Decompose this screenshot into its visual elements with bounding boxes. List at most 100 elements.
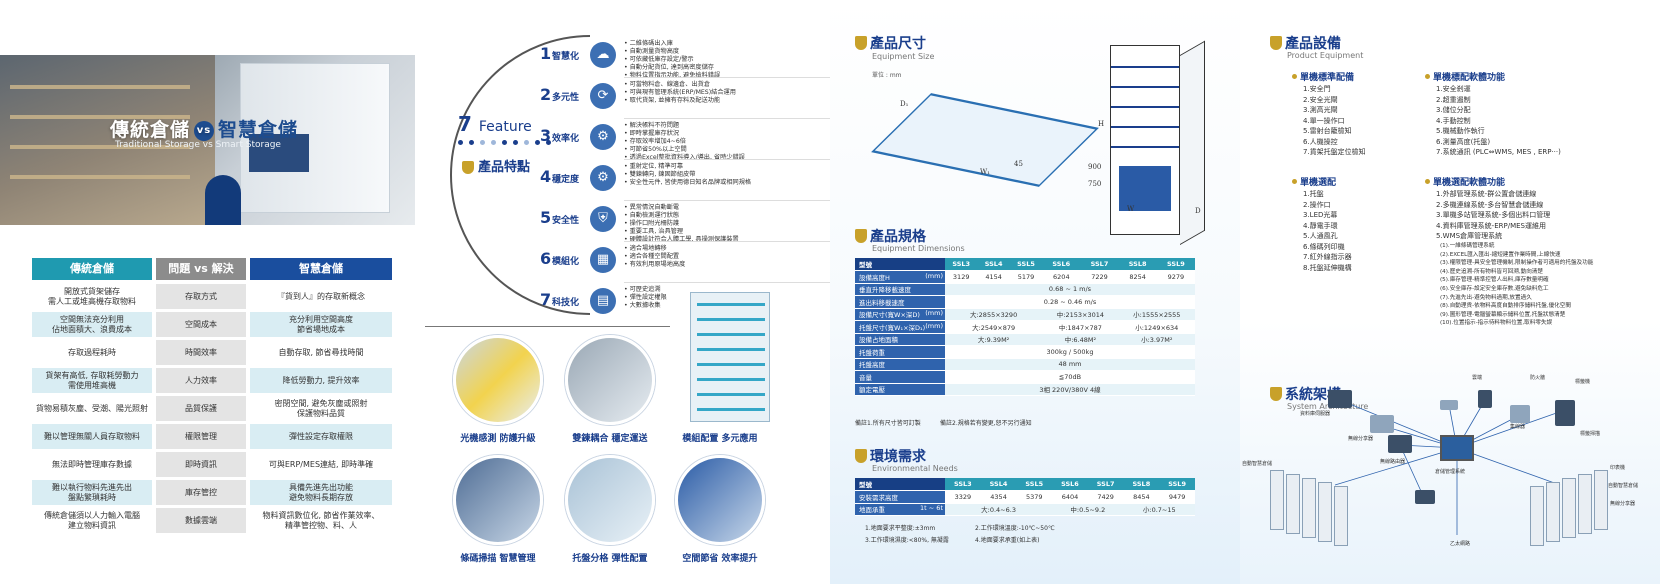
spec-value: 大:2855×3290 [945,308,1043,321]
list-item: 1.外部管理系統-群公置倉儲連線 [1436,190,1537,198]
spec-label: 額定電壓 [855,383,945,396]
cell-traditional: 難以執行物料先進先出 盤點繁瑣耗時 [32,480,152,505]
list-item: (1).一維條碼管理系統 [1440,243,1495,249]
list-item: 1.安全剎運 [1436,85,1471,93]
feature-photo [453,455,543,545]
feature-name: 穩定度 [552,175,580,185]
photo-caption: 光機感測 防護升級 [460,434,536,444]
list-item: 1.安全門 [1303,85,1331,93]
feature-icon: ⟳ [590,83,616,109]
feature-name: 科技化 [552,298,580,308]
equip-subtitle: Product Equipment [1287,51,1364,60]
cell-smart: 具備先進先出功能 避免物料長期存放 [250,480,392,505]
list-item: 安全性元件, 皆使用德日知名品牌或相同規格 [624,179,752,187]
panel-features: 7 Feature 產品特點 1智慧化☁二維條碼出入庫自動測量貨物高度可依藏低庫… [420,0,834,584]
list-item: 透過Excel整批資料導入/導出, 省時少錯誤 [624,154,745,162]
modular-tower-diagram [690,292,770,422]
feature-word: Feature [478,119,532,135]
list-item: 取代貨架, 並擁有存料及配送功能 [624,97,736,105]
feature-bullets: 可歷史追溯彈性設定權限大數據收集 [624,286,667,310]
env-subtitle: Environmental Needs [872,464,958,473]
feature-icon: ⛨ [590,206,616,232]
hero-subtitle: Traditional Storage vs Smart Storage [115,140,281,150]
list-item: (7).先進先出-避免物料過期,放置過久 [1440,294,1532,301]
list-item: 自動檢測運行狀態 [624,212,739,220]
cell-smart: 自動存取, 節省尋找時間 [278,347,364,357]
list-item: 6.測量高度(托盤) [1436,137,1491,146]
photo-caption: 空間節省 效率提升 [682,554,758,564]
title-smart: 智慧倉儲 [218,119,299,141]
list-item: 7.貨架托盤定位檢知 [1303,148,1366,156]
feature-name: 模組化 [552,257,580,267]
list-item: 2.多機連線系統-多台智慧倉儲連線 [1436,200,1544,209]
spec-label: 設備高度H (mm) [855,270,945,284]
label-db-server: 資料庫伺服器 [1300,411,1331,417]
feature-number: 2 [540,85,552,104]
label-firewall: 防火牆 [1530,375,1546,381]
std-heading: 單機標準配備 [1292,70,1354,83]
cell-traditional: 空間無法充分利用 佔地面積大、浪費成本 [32,312,152,337]
list-item: 3.測高光閘 [1303,106,1338,114]
list-item: (9).圖形管理-電腦螢幕顯示儲料位置,托盤狀態清楚 [1440,311,1566,318]
cell-smart: 充分利用空間高度 節省場地成本 [250,312,392,337]
feature-icon: ⚙ [590,124,616,150]
label-wms: 倉儲管理系統 [1435,469,1466,475]
size-title: 產品尺寸 [855,33,926,53]
column-header: SSL4 [980,478,1017,491]
wms-list: (1).一維條碼管理系統 (2).EXCEL匯入匯出-縮短建置作業時間,上線快速 (… [1440,242,1593,328]
spec-value: 3相 220V/380V 4線 [945,383,1195,396]
feature-count: 7 [458,112,472,136]
label-label-printer: 標籤機 [1575,379,1591,385]
list-item: 二維條碼出入庫 [624,40,720,48]
list-item: 4.資料庫管理系統-ERP/MES運維用 [1436,221,1546,230]
smart-storage-tower [240,63,390,213]
arch-title: 系統架構 [1270,384,1341,404]
column-header: SSL3 [945,478,981,491]
env-note-1: 1.地面要求平整度:±3mm [865,525,936,532]
feature-name: 智慧化 [552,52,580,62]
cell-aspect: 時間效率 [156,340,246,365]
feature-bullets: 可當物料倉、線邊倉、出貨倉可與現有管理系統(ERP/MES)結合運用取代貨架, … [624,81,736,105]
unit-label: 單位 : mm [872,72,902,79]
list-item: 硬體設計符合人體工學, 具操測保護裝置 [624,236,739,244]
list-item: (2).EXCEL匯入匯出-縮短建置作業時間,上線快速 [1440,251,1561,258]
table-row: 開放式貨架儲存 需人工或堆高機存取物料存取方式『貨到人』的存取新概念 [32,284,392,309]
feature-icon: ⚙ [590,165,616,191]
list-item: 5.雷射台籠檢知 [1303,127,1352,135]
list-item: 2.安全光閘 [1303,95,1338,104]
cloud-icon [1440,400,1458,410]
env-note-2: 2.工作環境溫度:-10℃~50℃ [975,525,1055,532]
list-item: 重射定位, 精準可靠 [624,163,751,171]
spec-label: 設備尺寸(寬W×深D) (mm) [855,308,945,321]
table-row: 貨物易積灰塵、受潮、陽光照射品質保護密閉空間, 避免灰塵或照射 保護物料品質 [32,396,392,421]
cell-traditional: 貨架有高低, 存取耗勞動力 需使用堆高機 [32,368,152,393]
feature-name: 多元性 [552,93,580,103]
env-label: 安裝需求高度 [855,490,945,504]
spec-label: 設備占地面積 [855,333,945,346]
spec-value: 0.68 ~ 1 m/s [945,283,1195,296]
list-item: 2.操作口 [1303,200,1331,209]
photo-caption: 雙鍊耦合 穩定運送 [572,434,648,444]
feature-number: 6 [540,249,552,268]
spec-label: 托盤高度 [855,358,945,371]
firewall-icon [1478,390,1492,408]
label-printer: 印表機 [1610,465,1626,471]
spec-value: 中:6.48M² [1042,333,1119,346]
list-item: (6).安全庫存-設定安全庫存數,避免缺料危工 [1440,285,1549,292]
list-item: 5.WMS倉庫管理系統 [1436,232,1503,240]
label-smart-storage-2: 自動智慧倉儲 [1608,483,1639,489]
label-cloud: 雲端 [1472,375,1483,381]
cell-smart: 彈性設定存取權限 [250,424,392,449]
